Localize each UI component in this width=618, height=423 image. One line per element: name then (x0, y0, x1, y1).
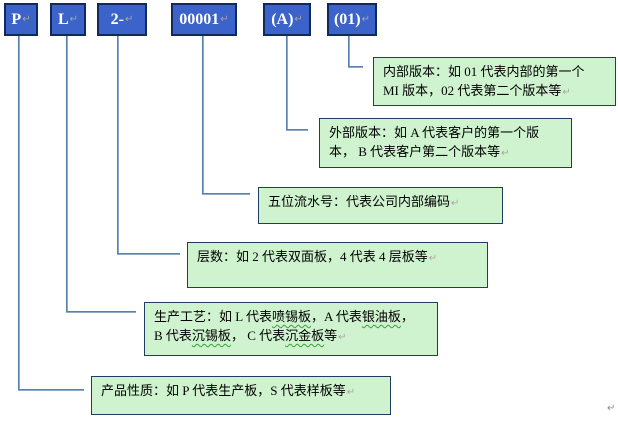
callout-text-line: 本， B 代表客户第二个版本等↵ (329, 144, 510, 159)
callout-text-line: B 代表沉锡板， C 代表沉金板等↵ (154, 328, 347, 343)
callout-process: 生产工艺：如 L 代表喷锡板，A 代表银油板， B 代表沉锡板， C 代表沉金板… (144, 302, 438, 356)
code-box-process: L↵ (50, 3, 86, 36)
paragraph-mark-icon: ↵ (361, 14, 371, 25)
code-box-label: (01) (333, 10, 361, 28)
connector-layers-vertical (117, 36, 119, 255)
code-box-layers: 2-↵ (97, 3, 147, 36)
callout-text-line: 外部版本：如 A 代表客户的第一个版 (329, 125, 540, 140)
paragraph-mark-icon: ↵ (428, 253, 438, 264)
callout-text-line: 产品性质：如 P 代表生产板，S 代表样板等↵ (101, 383, 356, 398)
misspelled-word: 喷锡板 (271, 309, 311, 324)
code-box-label: P (11, 10, 22, 28)
callout-text-line: 层数：如 2 代表双面板，4 代表 4 层板等↵ (197, 249, 438, 264)
paragraph-mark-icon: ↵ (607, 403, 616, 414)
callout-internal-version: 内部版本：如 01 代表内部的第一个 MI 版本，02 代表第二个版本等↵ (373, 57, 616, 106)
paragraph-mark-icon: ↵ (338, 332, 347, 343)
connector-external-version-horizontal (286, 129, 308, 131)
callout-text-line: 内部版本：如 01 代表内部的第一个 (383, 64, 585, 79)
connector-process-vertical (66, 36, 68, 313)
misspelled-word: 银油板 (361, 309, 401, 324)
callout-layers: 层数：如 2 代表双面板，4 代表 4 层板等↵ (187, 242, 488, 288)
code-box-internal-version: (01)↵ (327, 3, 377, 36)
code-box-label: L (57, 10, 69, 28)
code-box-external-version: (A)↵ (263, 3, 311, 36)
connector-product-nature-horizontal (18, 389, 84, 391)
paragraph-mark-icon: ↵ (501, 148, 510, 159)
callout-text-line: 生产工艺：如 L 代表喷锡板，A 代表银油板， (154, 309, 414, 324)
code-box-label: 2- (110, 10, 124, 28)
connector-serial-number-horizontal (202, 193, 250, 195)
paragraph-mark-icon: ↵ (294, 14, 303, 25)
code-box-label: (A) (271, 10, 294, 28)
paragraph-mark-icon: ↵ (220, 14, 229, 25)
paragraph-mark-icon: ↵ (22, 14, 31, 25)
misspelled-word: 沉锡板 (191, 328, 231, 343)
callout-text-line: MI 版本，02 代表第二个版本等↵ (383, 83, 571, 98)
code-box-serial-number: 00001↵ (171, 3, 237, 36)
connector-layers-horizontal (117, 253, 180, 255)
callout-external-version: 外部版本：如 A 代表客户的第一个版 本， B 代表客户第二个版本等↵ (319, 118, 572, 168)
callout-text-line: 五位流水号：代表公司内部编码↵ (268, 194, 460, 209)
callout-serial-number: 五位流水号：代表公司内部编码↵ (258, 187, 503, 224)
callout-product-nature: 产品性质：如 P 代表生产板，S 代表样板等↵ (91, 376, 391, 415)
connector-product-nature-vertical (18, 36, 20, 391)
paragraph-mark-icon: ↵ (562, 87, 571, 98)
connector-internal-version-horizontal (348, 66, 363, 68)
connector-process-horizontal (66, 311, 136, 313)
paragraph-mark-icon: ↵ (346, 387, 356, 398)
misspelled-word: 沉金板 (285, 328, 325, 343)
connector-internal-version-vertical (348, 36, 350, 68)
paragraph-mark-icon: ↵ (124, 14, 134, 25)
paragraph-mark-icon: ↵ (69, 14, 79, 25)
paragraph-mark-icon: ↵ (451, 198, 460, 209)
code-box-product-nature: P↵ (4, 3, 38, 36)
code-box-label: 00001 (179, 10, 220, 28)
connector-external-version-vertical (286, 36, 288, 131)
connector-serial-number-vertical (202, 36, 204, 195)
